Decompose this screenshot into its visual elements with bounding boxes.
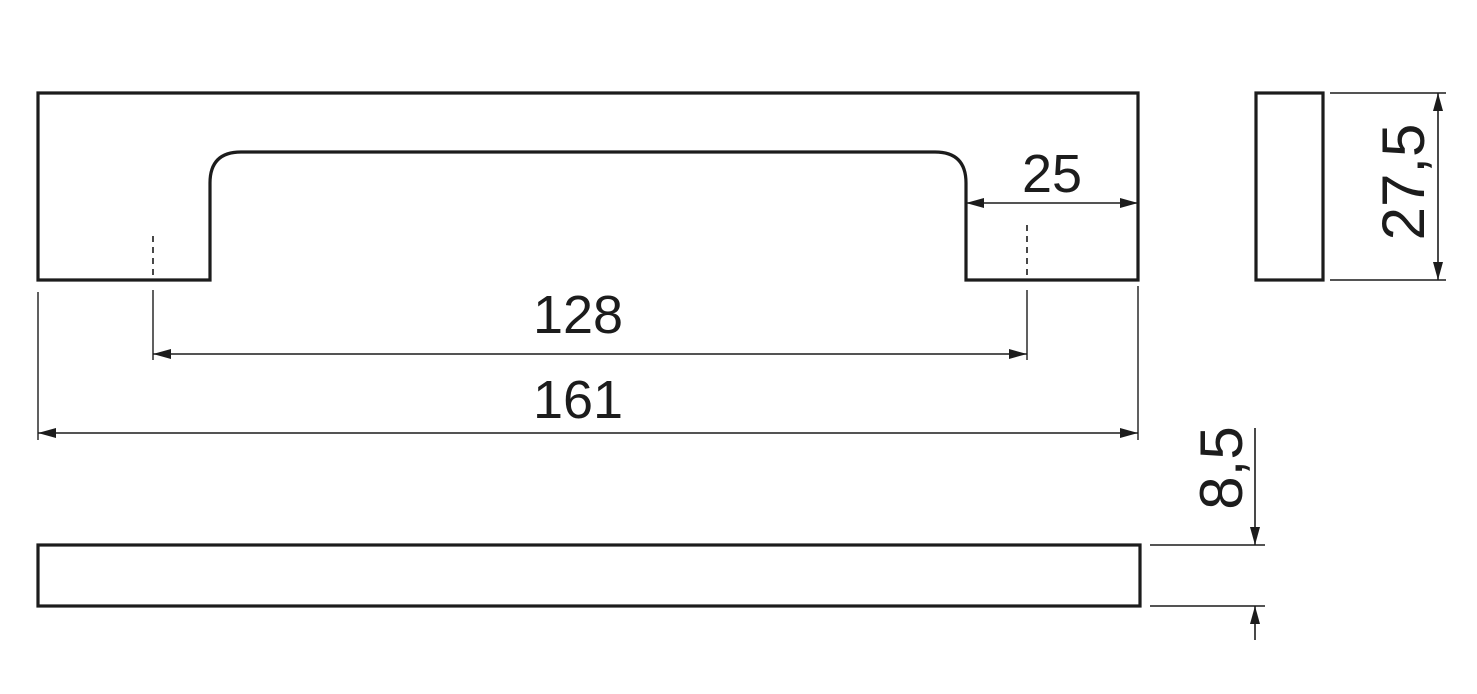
front-view: 128 161 25	[36, 91, 1140, 440]
dimension-label-thickness: 8,5	[1188, 426, 1255, 509]
arrowhead-thickness-top	[1250, 527, 1260, 545]
arrowhead-height-bottom	[1433, 262, 1443, 280]
arrowhead-thickness-bottom	[1250, 606, 1260, 624]
handle-top-outline	[36, 543, 1142, 608]
arrowhead-overall-length-left	[38, 428, 56, 438]
arrowhead-leg-width-left	[966, 198, 984, 208]
top-view: 8,5	[36, 426, 1265, 640]
side-view: 27,5	[1254, 91, 1446, 282]
arrowhead-hole-spacing-right	[1009, 349, 1027, 359]
arrowhead-hole-spacing-left	[153, 349, 171, 359]
arrowhead-leg-width-right	[1120, 198, 1138, 208]
arrowhead-height-top	[1433, 93, 1443, 111]
dimension-label-height: 27,5	[1370, 124, 1437, 241]
dimension-label-hole-spacing: 128	[533, 285, 623, 345]
dimension-label-overall-length: 161	[533, 370, 623, 430]
arrowhead-overall-length-right	[1120, 428, 1138, 438]
handle-side-outline	[1254, 91, 1325, 282]
dimension-label-leg-width: 25	[1022, 144, 1082, 204]
handle-front-outline	[36, 91, 1140, 282]
